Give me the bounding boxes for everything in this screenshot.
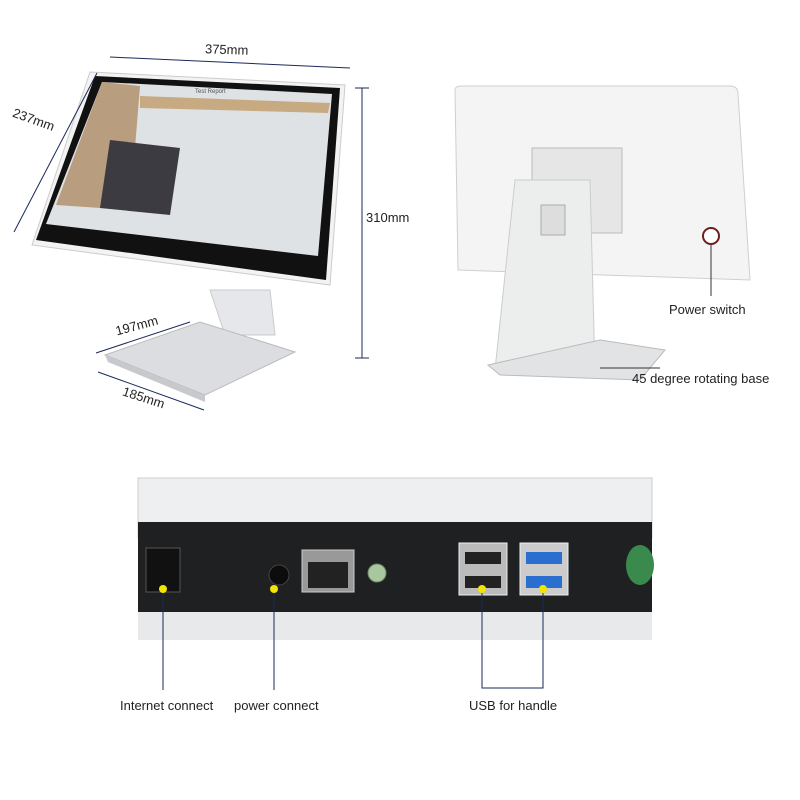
height-dimension: 310mm (366, 210, 410, 225)
screen-title: Test Report (195, 89, 226, 95)
power-connect-label: power connect (234, 698, 319, 713)
rotating-base-label: 45 degree rotating base (632, 371, 770, 386)
usb-label: USB for handle (469, 698, 558, 713)
front-view-monitor: Test Report (31, 71, 346, 402)
width-dimension: 375mm (204, 41, 249, 58)
port-panel-photo (137, 477, 654, 690)
power-switch-label: Power switch (669, 302, 746, 317)
internet-connect-label: Internet connect (120, 698, 214, 713)
back-view-monitor (454, 85, 751, 381)
dimension-lines (13, 56, 369, 411)
